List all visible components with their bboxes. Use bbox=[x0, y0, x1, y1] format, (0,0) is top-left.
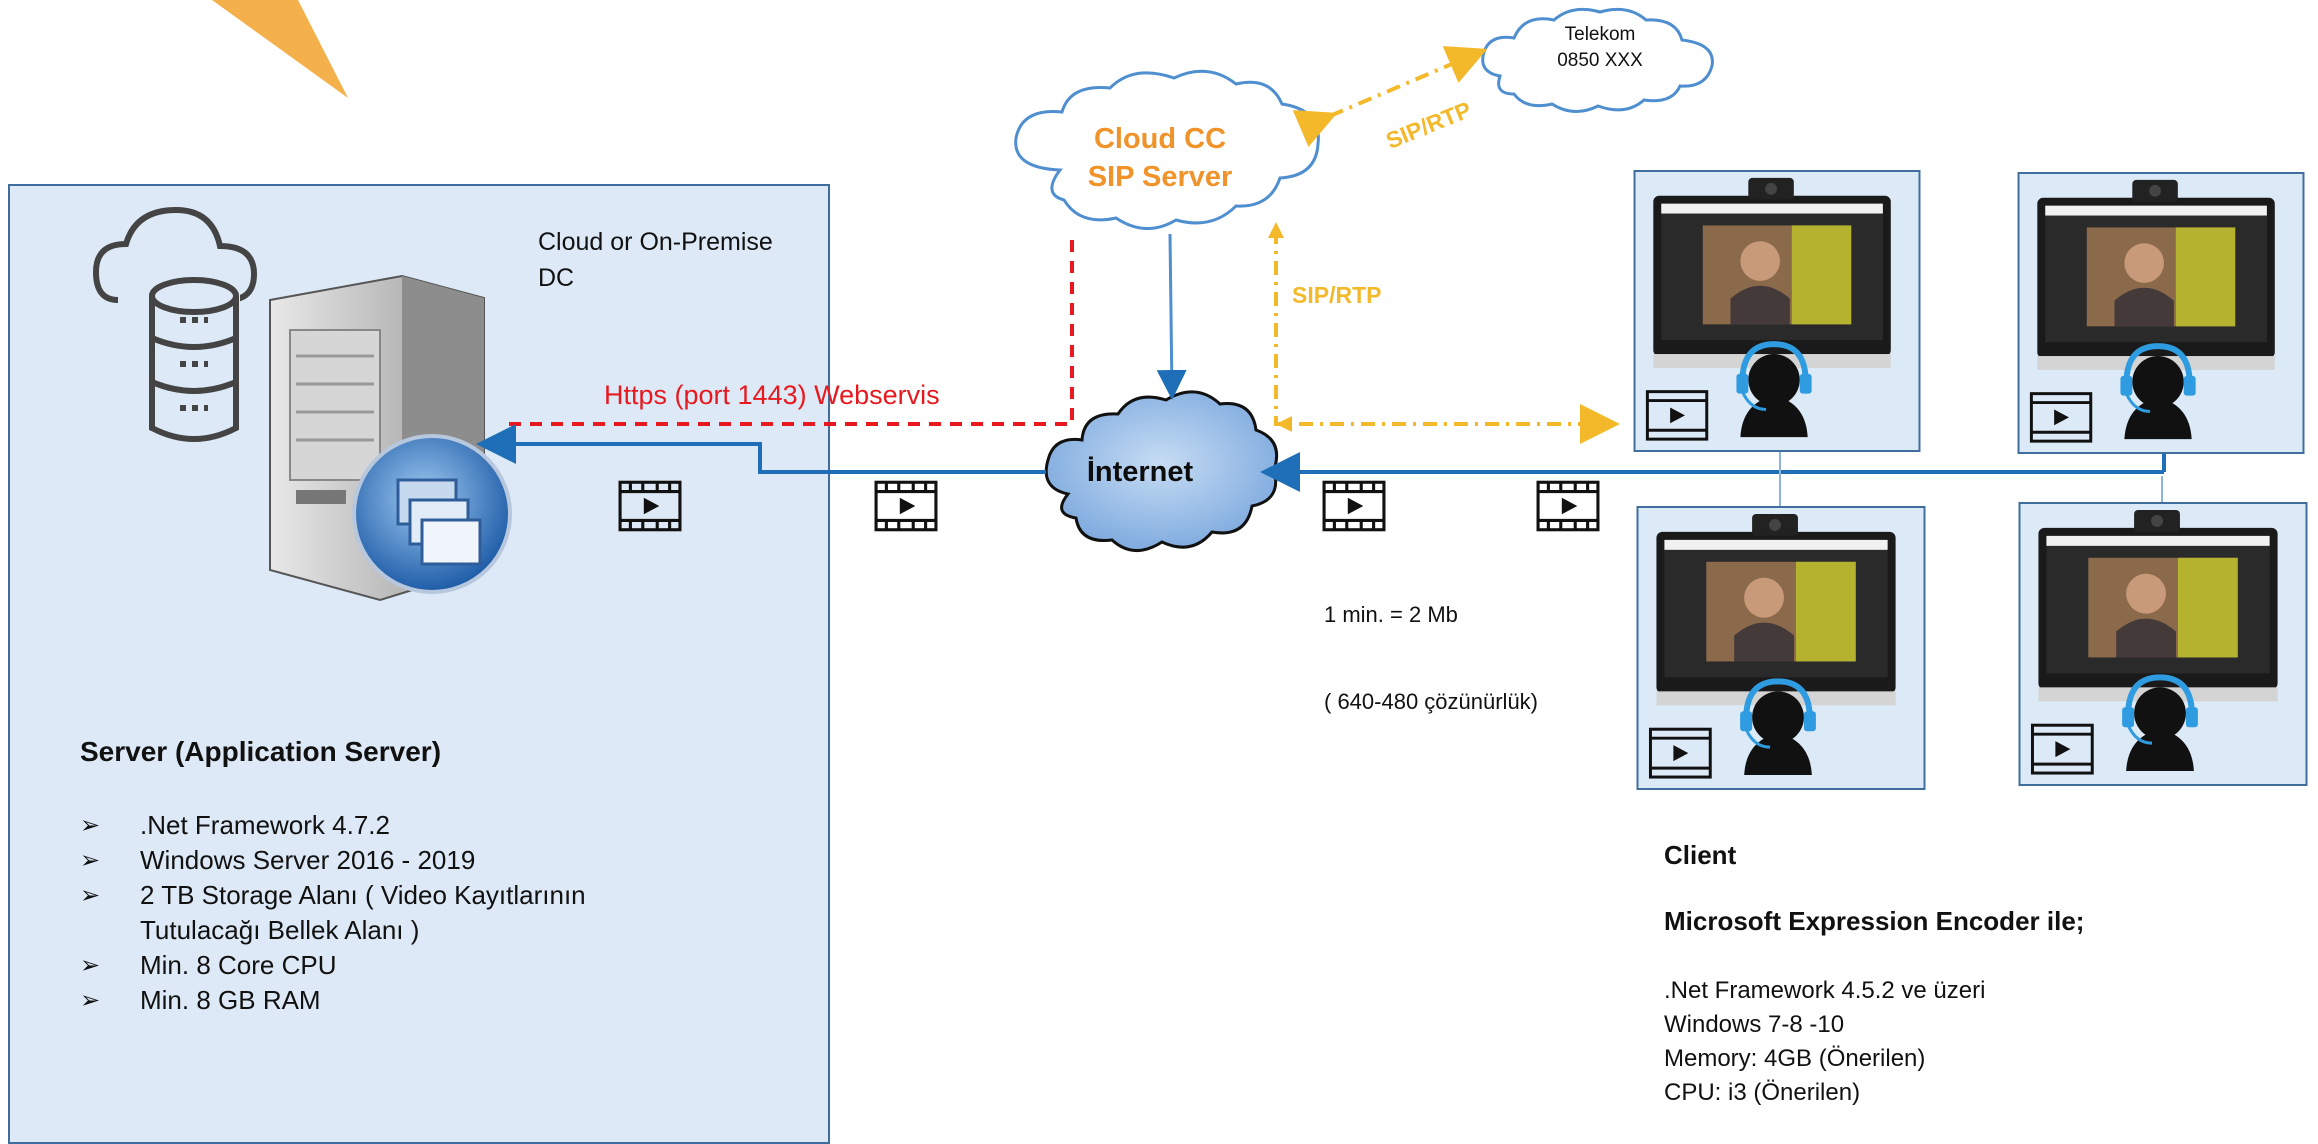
bandwidth-line1: 1 min. = 2 Mb bbox=[1324, 602, 1458, 627]
client-spec-item: Windows 7-8 -10 bbox=[1664, 1011, 1845, 1038]
https-webservice-label: Https (port 1443) Webservis bbox=[604, 380, 940, 410]
server-tower-icon bbox=[269, 274, 512, 602]
client-subheading: Microsoft Expression Encoder ile; bbox=[1664, 906, 2085, 936]
cloudcc-to-internet-line bbox=[1156, 233, 1187, 400]
arrow-bullet-icon: ➢ bbox=[80, 882, 101, 909]
cloud-cc-line1: Cloud CC bbox=[1093, 123, 1227, 155]
cloud-cc-label: Cloud CC SIP Server bbox=[1040, 120, 1280, 196]
video-icon bbox=[1536, 480, 1600, 532]
sip-rtp-telekom-line bbox=[1292, 46, 1488, 147]
cloud-cc-line2: SIP Server bbox=[1087, 161, 1233, 193]
telekom-label: Telekom 0850 XXX bbox=[1500, 22, 1700, 74]
arrow-bullet-icon: ➢ bbox=[80, 952, 101, 979]
client-heading: Client bbox=[1664, 840, 1737, 870]
video-icon bbox=[874, 480, 938, 532]
client-spec-list: .Net Framework 4.5.2 ve üzeri Windows 7-… bbox=[1664, 974, 1985, 1110]
video-icon bbox=[1322, 480, 1386, 532]
sip-rtp-label-client: SIP/RTP bbox=[1292, 282, 1382, 308]
telekom-line1: Telekom bbox=[1564, 24, 1636, 45]
server-spec-item: ➢2 TB Storage Alanı ( Video Kayıtlarının… bbox=[80, 880, 586, 945]
client-station bbox=[2019, 173, 2304, 453]
client-spec-item: .Net Framework 4.5.2 ve üzeri bbox=[1664, 977, 1986, 1004]
sip-rtp-up-arrowhead bbox=[1268, 222, 1284, 238]
server-spec-item: ➢Min. 8 GB RAM bbox=[80, 983, 700, 1018]
server-spec-item: ➢.Net Framework 4.7.2 bbox=[80, 808, 700, 843]
server-location-label: Cloud or On-Premise DC bbox=[538, 228, 773, 292]
client-station bbox=[1635, 171, 1920, 451]
client-spec-item: Memory: 4GB (Önerilen) bbox=[1664, 1045, 1926, 1072]
bandwidth-label: 1 min. = 2 Mb ( 640-480 çözünürlük) bbox=[1324, 542, 1538, 745]
arrow-bullet-icon: ➢ bbox=[80, 812, 101, 839]
internet-cloud-shape bbox=[1044, 390, 1279, 552]
video-icon bbox=[618, 480, 682, 532]
client-station bbox=[2020, 503, 2307, 785]
server-spec-item: ➢Min. 8 Core CPU bbox=[80, 948, 700, 983]
sip-rtp-left-arrowhead bbox=[1276, 416, 1292, 432]
sip-rtp-client-line bbox=[1274, 230, 1620, 444]
client-spec-item: CPU: i3 (Önerilen) bbox=[1664, 1079, 1861, 1106]
arrow-bullet-icon: ➢ bbox=[80, 987, 101, 1014]
internet-label: İnternet bbox=[1086, 456, 1194, 488]
client-station bbox=[1638, 507, 1925, 789]
telekom-line2: 0850 XXX bbox=[1557, 50, 1643, 71]
telekom-cloud-shape bbox=[1481, 7, 1714, 113]
cloud-database-icon bbox=[92, 206, 258, 442]
server-heading: Server (Application Server) bbox=[80, 736, 442, 767]
bandwidth-line2: ( 640-480 çözünürlük) bbox=[1324, 689, 1539, 714]
server-spec-list: ➢.Net Framework 4.7.2 ➢Windows Server 20… bbox=[80, 808, 700, 1018]
internet-to-server-line bbox=[476, 424, 1046, 474]
arrow-bullet-icon: ➢ bbox=[80, 847, 101, 874]
server-spec-item: ➢Windows Server 2016 - 2019 bbox=[80, 843, 700, 878]
decorative-orange-triangle bbox=[212, 0, 348, 98]
